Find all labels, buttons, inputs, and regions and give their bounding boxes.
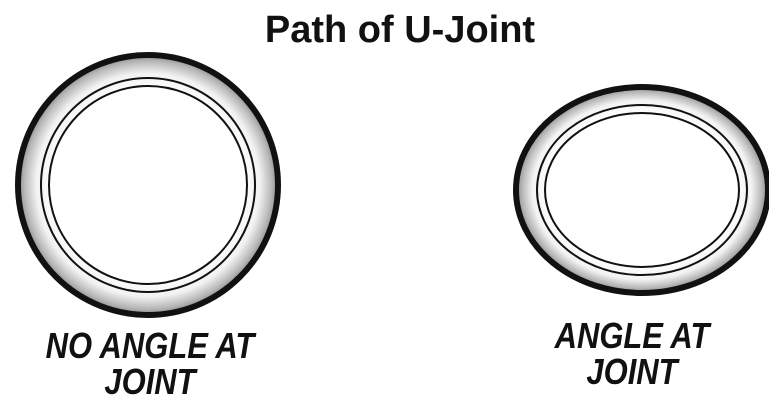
elliptical-path-ring xyxy=(516,87,768,293)
circular-path-ring xyxy=(18,55,278,315)
angle-caption-line2: JOINT xyxy=(516,354,748,390)
no-angle-caption-line1: NO ANGLE AT xyxy=(21,328,279,364)
circular-path-inner-edge xyxy=(49,86,247,284)
no-angle-caption-line2: JOINT xyxy=(21,364,279,400)
angle-caption-line1: ANGLE AT xyxy=(516,318,748,354)
elliptical-path-inner-edge xyxy=(545,113,739,267)
angle-caption: ANGLE AT JOINT xyxy=(516,318,748,390)
no-angle-caption: NO ANGLE AT JOINT xyxy=(21,328,279,400)
